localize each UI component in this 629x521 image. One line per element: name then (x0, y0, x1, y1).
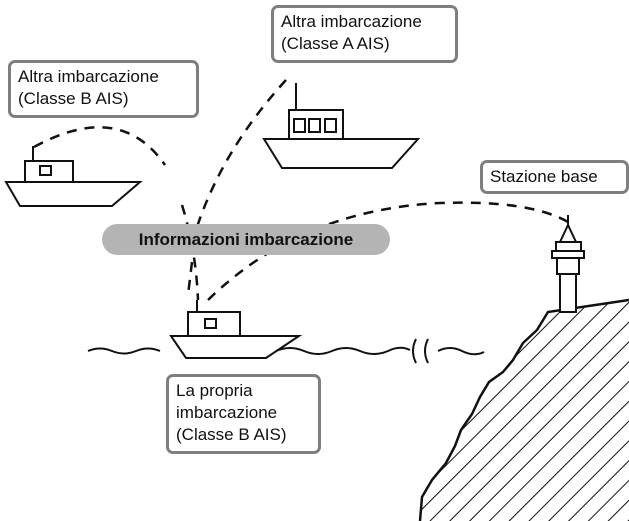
link-class-a-to-own (186, 79, 287, 296)
coast-cliff (418, 298, 629, 521)
base-station-label-line-1: Stazione base (490, 167, 598, 186)
base-station-tower-icon (551, 215, 585, 313)
link-base-station-to-own (207, 201, 569, 301)
own-vessel-label-line-1: La propria (176, 381, 253, 400)
class-b-vessel-label: Altra imbarcazione (Classe B AIS) (8, 60, 199, 118)
own-vessel-label: La propria imbarcazione (Classe B AIS) (166, 374, 321, 454)
class-a-label-line-2: (Classe A AIS) (281, 34, 390, 53)
info-label: Informazioni imbarcazione (102, 224, 390, 255)
class-b-label-line-2: (Classe B AIS) (18, 89, 129, 108)
own-vessel-label-line-3: (Classe B AIS) (176, 425, 287, 444)
sea-surface (87, 338, 485, 364)
class-b-vessel-icon (4, 146, 143, 207)
link-class-b-to-own (33, 126, 200, 301)
class-a-vessel-icon (262, 83, 421, 169)
class-a-label-line-1: Altra imbarcazione (281, 12, 422, 31)
own-vessel-label-line-2: imbarcazione (176, 403, 278, 422)
base-station-label: Stazione base (480, 160, 629, 194)
class-a-vessel-label: Altra imbarcazione (Classe A AIS) (271, 5, 458, 63)
own-vessel-icon (169, 300, 303, 359)
class-b-label-line-1: Altra imbarcazione (18, 67, 159, 86)
